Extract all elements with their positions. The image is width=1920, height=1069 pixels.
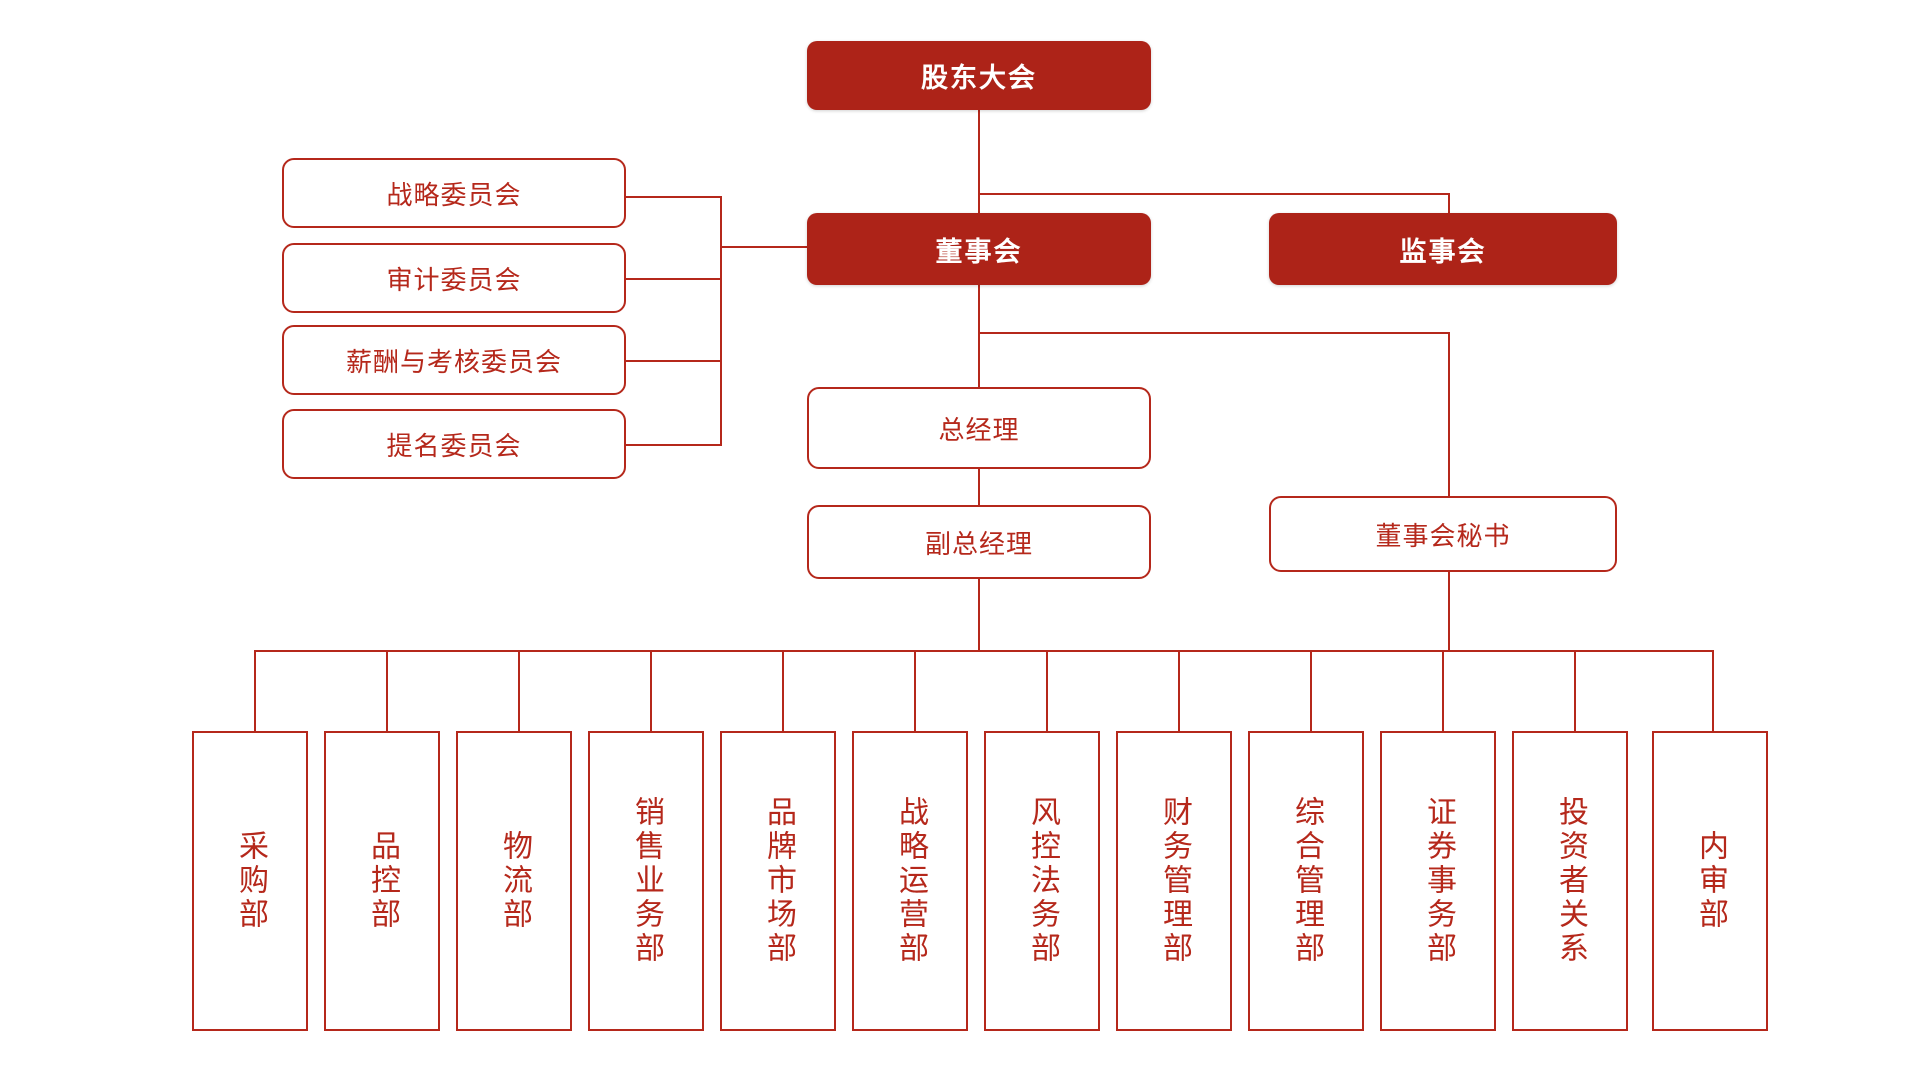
connector-committee-2	[624, 278, 722, 280]
connector-dept-leg-6	[914, 650, 916, 731]
node-department-logistics[interactable]: 物流部	[456, 731, 572, 1031]
node-board-of-supervisors[interactable]: 监事会	[1269, 213, 1617, 285]
connector-bus-gm-secretary	[978, 332, 1450, 334]
node-department-risk-legal[interactable]: 风控法务部	[984, 731, 1100, 1031]
connector-dept-leg-12	[1712, 650, 1714, 731]
node-department-brand-marketing[interactable]: 品牌市场部	[720, 731, 836, 1031]
node-committee-nomination[interactable]: 提名委员会	[282, 409, 626, 479]
connector-secretary-down	[1448, 332, 1450, 498]
node-shareholders-meeting[interactable]: 股东大会	[807, 41, 1151, 110]
connector-supervisors-down	[1448, 193, 1450, 215]
connector-department-bus	[254, 650, 1714, 652]
connector-secretary-to-bus	[1448, 572, 1450, 650]
connector-shareholders-down	[978, 108, 980, 193]
node-department-general-admin[interactable]: 综合管理部	[1248, 731, 1364, 1031]
node-department-strategy-operations[interactable]: 战略运营部	[852, 731, 968, 1031]
connector-dept-leg-1	[254, 650, 256, 731]
connector-board-to-gm	[978, 285, 980, 387]
connector-committee-3	[624, 360, 722, 362]
node-department-internal-audit[interactable]: 内审部	[1652, 731, 1768, 1031]
connector-deputy-to-bus	[978, 571, 980, 650]
connector-dept-leg-7	[1046, 650, 1048, 731]
node-department-quality-control[interactable]: 品控部	[324, 731, 440, 1031]
connector-dept-leg-8	[1178, 650, 1180, 731]
node-department-securities-affairs[interactable]: 证券事务部	[1380, 731, 1496, 1031]
node-committee-audit[interactable]: 审计委员会	[282, 243, 626, 313]
node-department-purchasing[interactable]: 采购部	[192, 731, 308, 1031]
connector-dept-leg-10	[1442, 650, 1444, 731]
connector-dept-leg-4	[650, 650, 652, 731]
connector-committee-trunk	[720, 196, 722, 446]
node-committee-strategy[interactable]: 战略委员会	[282, 158, 626, 228]
connector-committee-1	[624, 196, 722, 198]
connector-dept-leg-3	[518, 650, 520, 731]
connector-dept-leg-11	[1574, 650, 1576, 731]
node-deputy-general-manager[interactable]: 副总经理	[807, 505, 1151, 579]
node-department-sales[interactable]: 销售业务部	[588, 731, 704, 1031]
connector-board-left-stub	[720, 246, 808, 248]
connector-dept-leg-5	[782, 650, 784, 731]
node-department-finance[interactable]: 财务管理部	[1116, 731, 1232, 1031]
node-board-secretary[interactable]: 董事会秘书	[1269, 496, 1617, 572]
connector-board-down	[978, 193, 980, 215]
node-general-manager[interactable]: 总经理	[807, 387, 1151, 469]
node-department-investor-relations[interactable]: 投资者关系	[1512, 731, 1628, 1031]
connector-gm-to-deputy	[978, 469, 980, 513]
connector-bus-board-supervisors	[978, 193, 1450, 195]
connector-dept-leg-9	[1310, 650, 1312, 731]
connector-dept-leg-2	[386, 650, 388, 731]
connector-committee-4	[624, 444, 722, 446]
node-board-of-directors[interactable]: 董事会	[807, 213, 1151, 285]
node-committee-compensation[interactable]: 薪酬与考核委员会	[282, 325, 626, 395]
